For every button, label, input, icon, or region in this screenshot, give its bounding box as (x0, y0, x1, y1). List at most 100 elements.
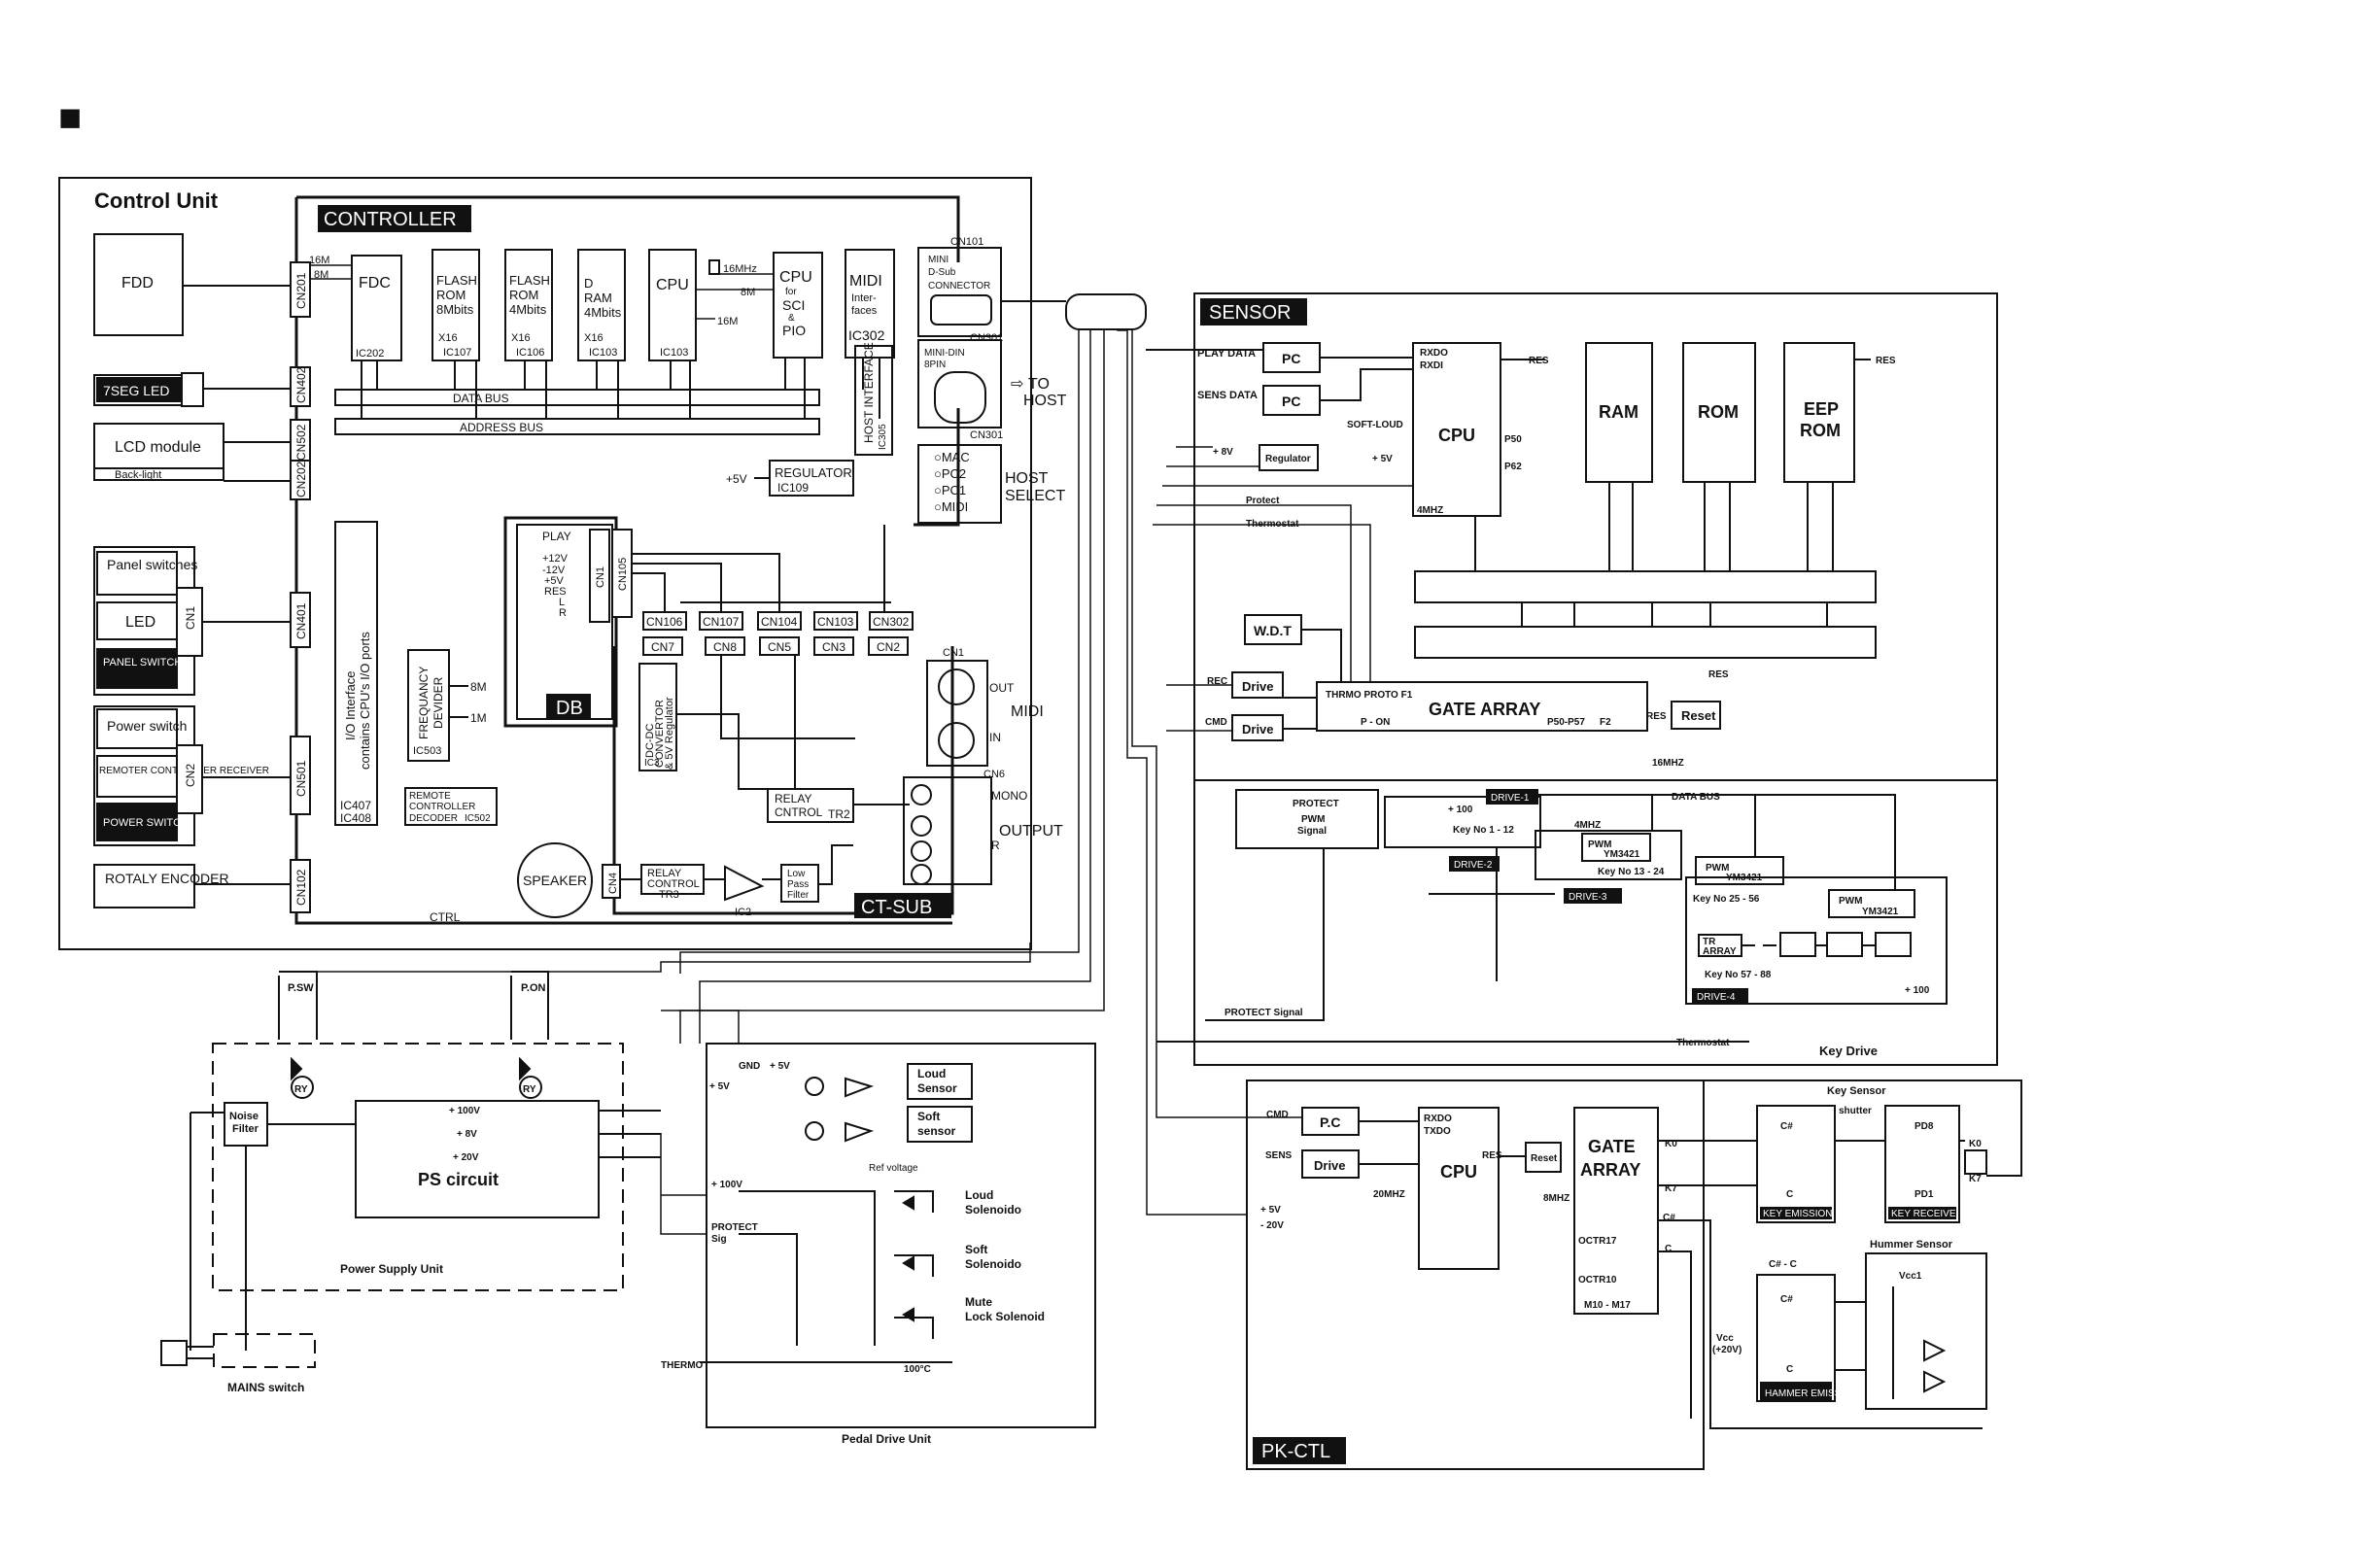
pk-txdo: TXDO (1424, 1126, 1451, 1137)
sensor-p50-p57: P50-P57 (1547, 717, 1585, 728)
pedal-comparators (845, 1077, 875, 1143)
solenoid-soft: Soft (965, 1243, 987, 1256)
sensor-unit: SENSOR PLAY DATA SENS DATA PC PC CPU RXD… (1146, 292, 1998, 1066)
db-r: R (559, 607, 567, 619)
freq-8m: 8M (470, 680, 487, 694)
dcdc-ic: IC3 (644, 758, 660, 769)
clock-lines (310, 264, 774, 320)
drive1-label: DRIVE-1 (1491, 793, 1530, 804)
speaker (517, 842, 593, 918)
cn104: CN104 (761, 615, 798, 629)
chip-flash8-size: X16 (438, 332, 458, 344)
output-cn: CN6 (983, 769, 1005, 780)
hs-vcc1: Vcc1 (1899, 1271, 1922, 1282)
cn301a-label: CN301 (970, 332, 1003, 344)
relay2-tr: TR3 (659, 889, 679, 901)
mains-switch-box (213, 1333, 316, 1368)
freq-divider-label2: DEVIDER (431, 676, 445, 729)
host-opt-pc1[interactable]: ○PC1 (934, 483, 966, 497)
host-select-label: HOST (1005, 470, 1049, 487)
chip-dram: D (584, 276, 593, 291)
chip-midi-inter: Inter- (851, 292, 877, 304)
chip-dram-ram: RAM (584, 291, 612, 305)
pk-reset[interactable]: Reset (1531, 1153, 1558, 1164)
io-ic407: IC407 (340, 799, 371, 812)
kd-data-bus: DATA BUS (1672, 792, 1720, 803)
pk-csharp: C# (1663, 1213, 1675, 1223)
regulator-ic: IC109 (777, 481, 809, 495)
sensor-soft-loud: SOFT-LOUD (1347, 420, 1403, 430)
pk-cmd: CMD (1266, 1110, 1289, 1120)
chip-flash4-mbits: 4Mbits (509, 302, 547, 317)
cn5: CN5 (768, 640, 791, 654)
panel-switch-black (96, 648, 178, 689)
ram-box (1585, 342, 1653, 483)
sensor-reset-box[interactable] (1671, 701, 1721, 730)
rail-20v: + 20V (453, 1152, 479, 1163)
relay2-label2: CONTROL (647, 878, 700, 890)
sensor-bus-2 (1414, 626, 1877, 659)
pk-k0: K0 (1665, 1139, 1677, 1149)
sensor-cpu-box (1412, 342, 1501, 517)
mains-switch: MAINS switch (227, 1381, 304, 1394)
midi-label: MIDI (1011, 703, 1044, 720)
midi-in-jack (938, 722, 975, 759)
sensor-cpu: CPU (1438, 426, 1475, 445)
io-interface-label2: contains CPU's I/O ports (358, 632, 372, 770)
host-opt-mac[interactable]: ○MAC (934, 450, 970, 464)
sensor-reset[interactable]: Reset (1681, 708, 1716, 723)
noise-filter-label2: Filter (232, 1123, 259, 1135)
host-interface-label: HOST INTERFACE (862, 342, 876, 443)
midi-out: OUT (989, 681, 1015, 695)
key-receive-badge (1888, 1207, 1956, 1219)
pk-cpu-box (1418, 1107, 1500, 1270)
clk-16m: 16M (309, 255, 329, 266)
thermo-proto: THRMO PROTO F1 (1326, 690, 1413, 701)
output-label: OUTPUT (999, 823, 1063, 840)
pwm-chip-3 (1828, 889, 1915, 918)
host-opt-pc2[interactable]: ○PC2 (934, 466, 966, 481)
kd-protect-signal: PROTECT Signal (1224, 1008, 1303, 1018)
pk-mrange: M10 - M17 (1584, 1300, 1631, 1311)
pwm-3: PWM (1839, 896, 1862, 907)
power-switch-box (96, 708, 178, 749)
cn2-power-label: CN2 (184, 764, 197, 787)
tr-block-1 (1779, 932, 1816, 957)
protect-pwm-box (1235, 789, 1379, 849)
pwm-2: PWM (1706, 863, 1729, 874)
pedal-links (700, 1190, 952, 1363)
host-select-box[interactable] (917, 444, 1002, 524)
cn-row-1: CN106 CN107 CN104 CN103 CN302 (642, 611, 914, 631)
pedal-thermo: THERMO (661, 1360, 704, 1371)
host-opt-midi[interactable]: ○MIDI (934, 499, 968, 514)
cn4-label: CN4 (607, 873, 619, 894)
key-range-2: Key No 13 - 24 (1598, 867, 1665, 877)
chip-dram-ic: IC103 (589, 347, 617, 359)
pk-gate-array2: ARRAY (1580, 1160, 1640, 1180)
minidin-pin: 8PIN (924, 360, 946, 370)
controller-title: CONTROLLER (324, 209, 457, 230)
sensor-rec: REC (1207, 676, 1227, 687)
chip-sci-pio: PIO (782, 323, 806, 338)
tr-block-3 (1875, 932, 1912, 957)
ps-circuit: PS circuit (418, 1170, 499, 1189)
chip-flash8: FLASH (436, 273, 477, 288)
soft-led (805, 1121, 824, 1141)
dcdc-label2: CONVERTOR (654, 700, 666, 768)
chip-midi-ic: IC302 (848, 327, 885, 343)
remote-decoder-label: REMOTE (409, 791, 451, 802)
loud-led (805, 1077, 824, 1096)
dcdc-label3: & 5V Regulator (664, 697, 675, 770)
cn3: CN3 (822, 640, 845, 654)
rail-8v: + 8V (457, 1129, 477, 1140)
pwm-chip-2 (1695, 856, 1784, 885)
cn106: CN106 (646, 615, 683, 629)
minidin-shape (934, 371, 986, 424)
pk-c: C (1665, 1244, 1672, 1254)
soft-sensor2: sensor (917, 1124, 956, 1138)
solenoid-loud: Loud (965, 1188, 993, 1202)
to-host-label2: HOST (1023, 393, 1067, 409)
pk-octr10: OCTR10 (1578, 1275, 1617, 1285)
hammer-csharp-c: C# - C (1769, 1259, 1797, 1270)
crystal-16mhz (708, 259, 720, 275)
